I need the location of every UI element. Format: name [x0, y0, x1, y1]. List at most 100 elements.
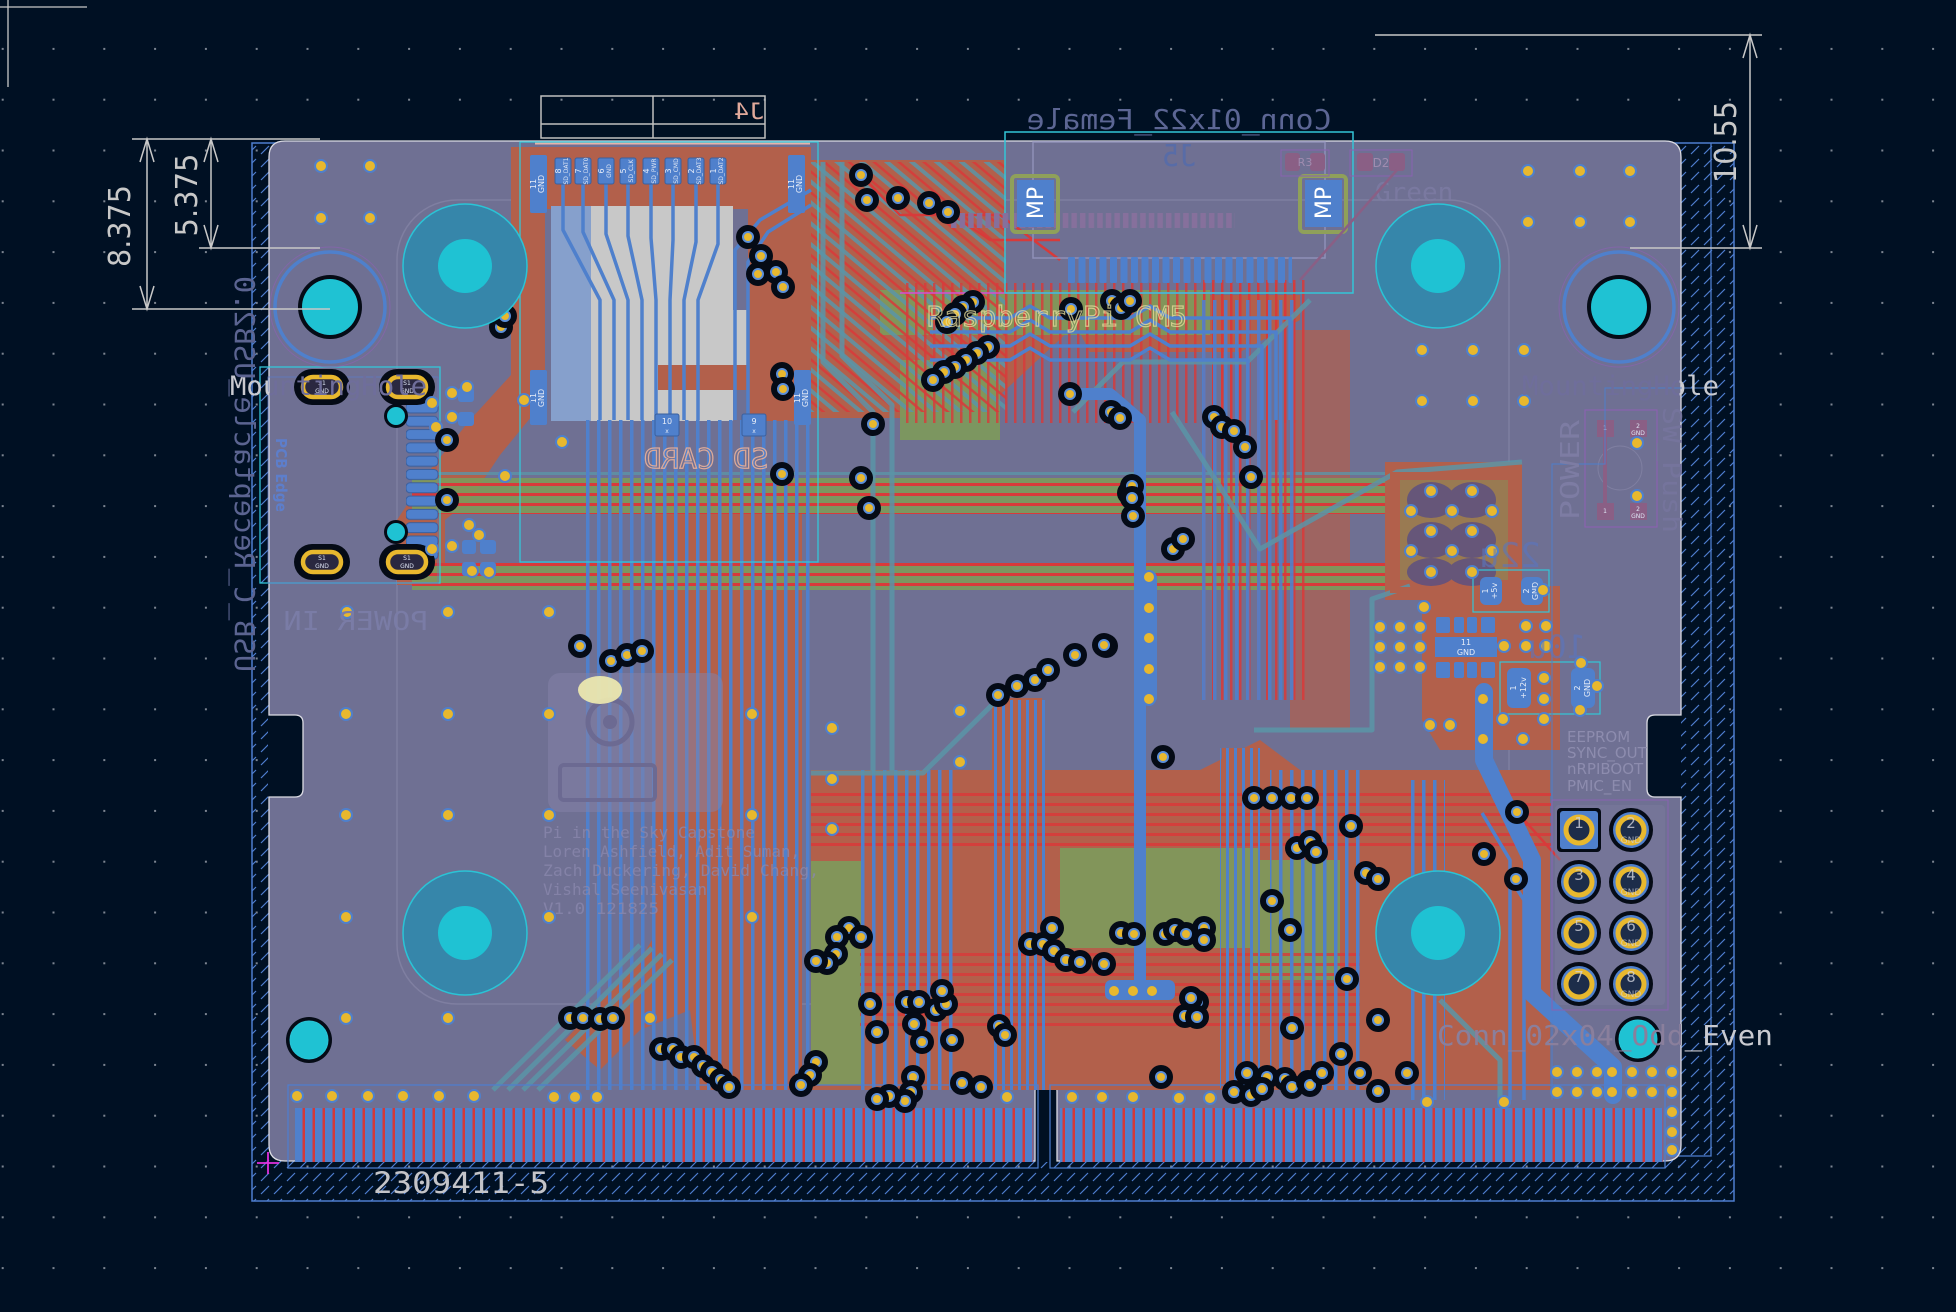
usb-c-value: USB_C_Receptacle_USB2.0	[227, 276, 261, 672]
pad-net: GND	[1631, 513, 1645, 520]
via	[1091, 632, 1117, 658]
via	[788, 1072, 814, 1098]
via	[1347, 1060, 1373, 1086]
via	[1537, 712, 1551, 726]
header-pin[interactable]: 5	[1557, 911, 1601, 955]
via	[1095, 1090, 1109, 1104]
mounting-hole[interactable]	[402, 203, 528, 329]
via	[643, 1011, 657, 1025]
via	[542, 707, 556, 721]
j5-pad-row[interactable]	[1067, 257, 1292, 283]
pad-number: 1	[1481, 588, 1490, 593]
via	[1145, 984, 1159, 998]
via	[460, 380, 474, 394]
via	[1035, 657, 1061, 683]
cursor-crosshair-icon	[0, 0, 87, 87]
footprint-j5[interactable]: MP MP	[950, 131, 1354, 294]
footprint-j4[interactable]: J4	[540, 95, 766, 139]
via	[441, 808, 455, 822]
footprint-d2[interactable]: D2 Green	[1299, 149, 1453, 281]
via	[1413, 620, 1427, 634]
mounting-hole[interactable]	[402, 870, 528, 996]
npth-hole[interactable]	[285, 1016, 333, 1064]
via	[1570, 1085, 1584, 1099]
pcb-edge-label: PCB Edge	[272, 438, 290, 512]
mounting-hole[interactable]	[1375, 870, 1501, 996]
via	[363, 211, 377, 225]
edge-connector-value: 2309411-5	[373, 1166, 549, 1200]
j5-pad-row-top[interactable]	[950, 213, 1235, 228]
via	[825, 822, 839, 836]
via	[1172, 1091, 1186, 1105]
j5-mount-pad-left[interactable]: MP	[1010, 174, 1060, 234]
header-pin[interactable]: 7	[1557, 962, 1601, 1006]
via	[498, 469, 512, 483]
reg-pad[interactable]: 1+12v	[1507, 668, 1531, 708]
via	[1277, 917, 1303, 943]
pad-net: GND	[801, 389, 810, 407]
pad-net: SD_DAT1	[563, 157, 570, 184]
header-pin[interactable]: 1	[1557, 808, 1601, 852]
header-value: Conn_02x04_Odd_Even	[1437, 1019, 1773, 1053]
dimension-left-outer[interactable]	[132, 136, 330, 312]
via	[441, 707, 455, 721]
dimension-right[interactable]	[1375, 32, 1762, 251]
via	[860, 411, 886, 437]
edge-fingers-left[interactable]	[295, 1108, 1033, 1162]
sd-nc-pad[interactable]: 9x	[741, 413, 767, 437]
via	[1537, 692, 1551, 706]
via	[339, 910, 353, 924]
via	[1573, 703, 1587, 717]
pad-number: 1	[1603, 508, 1607, 515]
via	[1365, 1078, 1391, 1104]
mounting-hole[interactable]	[1375, 203, 1501, 329]
sd-nc-pad[interactable]: 10x	[654, 413, 680, 437]
j5-mount-pad-right[interactable]: MP	[1298, 174, 1348, 234]
via	[1420, 1095, 1434, 1109]
via	[1665, 1065, 1679, 1079]
footprint-edge-connector[interactable]	[287, 1084, 1666, 1169]
via	[1573, 164, 1587, 178]
pad-net: GND	[1531, 582, 1540, 600]
footprint-r3[interactable]: R3	[1280, 149, 1330, 177]
footprint-power-module[interactable]	[1390, 472, 1515, 593]
via	[1424, 484, 1438, 498]
via	[1142, 662, 1156, 676]
sw-pad[interactable]: 1	[1597, 503, 1614, 520]
header-pin[interactable]: 3	[1557, 860, 1601, 904]
dimension-left-inner[interactable]	[199, 136, 320, 251]
edge-fingers-right[interactable]	[1060, 1108, 1663, 1162]
reg-pad[interactable]: 1+5v	[1480, 577, 1502, 605]
